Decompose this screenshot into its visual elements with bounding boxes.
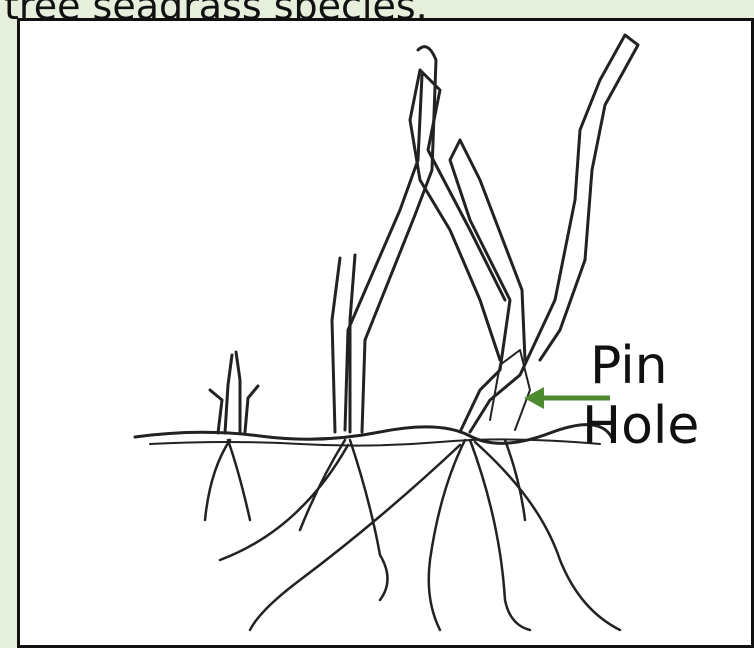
arrow-head — [524, 387, 544, 409]
roots — [205, 440, 620, 630]
label-pin: Pin — [590, 340, 668, 392]
shoot-middle — [332, 47, 436, 432]
sediment-line-lower — [150, 439, 600, 445]
shoot-small — [210, 352, 258, 433]
pin-hole-sheath — [490, 350, 530, 430]
label-hole: Hole — [582, 400, 699, 452]
